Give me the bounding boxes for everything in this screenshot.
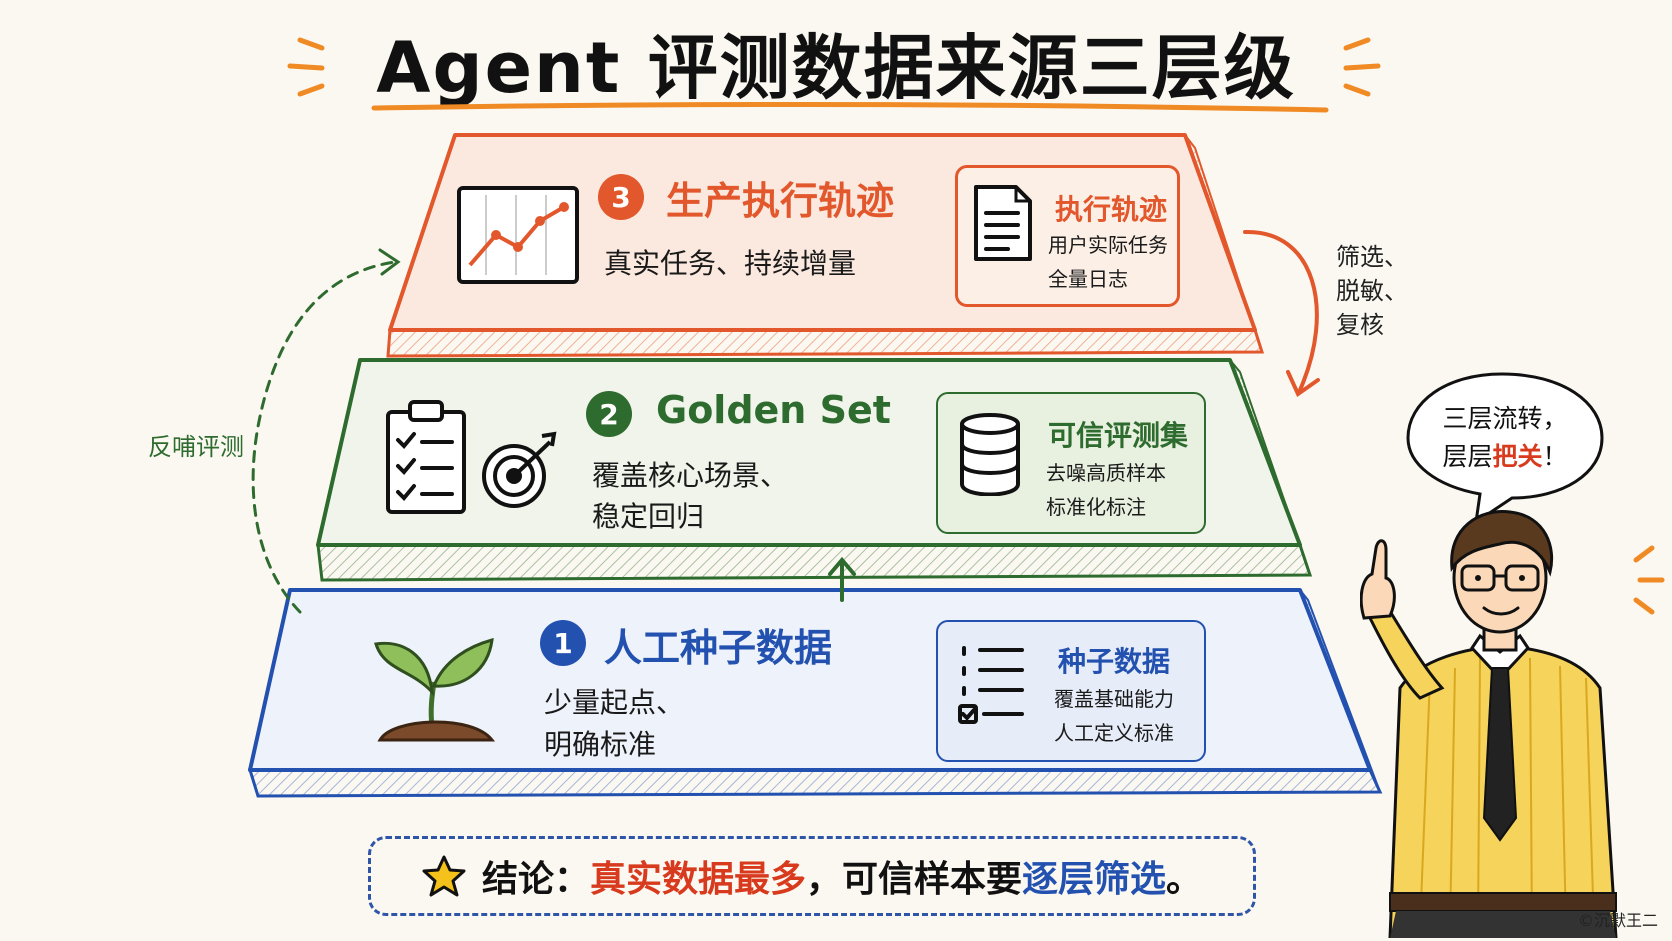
tier-2-badge: 2: [586, 391, 632, 437]
speech-line-1: 三层流转，: [1442, 404, 1568, 433]
document-icon: [974, 185, 1032, 261]
speech-line-2: 层层把关！: [1418, 438, 1592, 476]
filter-note: 筛选、 脱敏、 复核: [1336, 240, 1408, 342]
database-icon: [960, 413, 1020, 496]
speech-line-2-suffix: ！: [1542, 442, 1568, 471]
tier-1-card-line-2: 人工定义标准: [1054, 721, 1174, 745]
title-underline: [371, 101, 1329, 113]
tier-1-desc-line-2: 明确标准: [544, 728, 657, 761]
tier-2-desc-line-1: 覆盖核心场景、: [592, 459, 789, 492]
conclusion-highlight-blue: 逐层筛选: [1022, 859, 1167, 900]
conclusion-suffix: 。: [1166, 859, 1203, 900]
tier-2-desc-line-2: 稳定回归: [592, 500, 705, 533]
conclusion-prefix: 结论：: [481, 859, 590, 900]
target-icon: [482, 431, 557, 508]
tier-3-title: 生产执行轨迹: [666, 179, 895, 223]
clipboard-checklist-icon: [386, 400, 466, 514]
tier-2-title: Golden Set: [656, 388, 891, 432]
conclusion-highlight-red: 真实数据最多: [589, 859, 806, 900]
speech-bubble-text: 三层流转， 层层把关！: [1418, 400, 1592, 476]
speech-bubble: [1406, 372, 1604, 526]
copyright-text: ©沉默王二: [1577, 911, 1658, 930]
checklist-icon: [958, 646, 1024, 724]
speech-highlight: 把关: [1492, 442, 1543, 471]
tier-2-card-line-2: 标准化标注: [1046, 495, 1146, 519]
up-arrow: [828, 556, 856, 602]
tier-3-desc-line: 真实任务、持续增量: [604, 247, 857, 280]
tier-1-title: 人工种子数据: [604, 626, 833, 670]
tier-3-badge: 3: [598, 174, 644, 220]
tier-1-card-line-1: 覆盖基础能力: [1054, 687, 1174, 711]
filter-note-line-1: 筛选、: [1336, 243, 1408, 271]
tier-3-card-line-2: 全量日志: [1048, 267, 1128, 291]
tier-1-desc-line-1: 少量起点、: [544, 686, 685, 719]
conclusion-box: 结论： 真实数据最多 ，可信样本要 逐层筛选 。: [368, 836, 1256, 916]
filter-note-line-3: 复核: [1336, 311, 1384, 339]
speech-line-2-prefix: 层层: [1442, 442, 1493, 471]
tier-1-card-title: 种子数据: [1058, 645, 1171, 678]
conclusion-middle: ，可信样本要: [805, 859, 1022, 900]
sprout-icon: [374, 637, 496, 742]
filter-note-line-2: 脱敏、: [1336, 277, 1408, 305]
tier-1-badge: 1: [540, 620, 586, 666]
feedback-arrow: [251, 260, 397, 614]
feedback-note: 反哺评测: [148, 433, 244, 461]
page-title: Agent 评测数据来源三层级: [376, 27, 1296, 109]
presenter-character: [1360, 510, 1618, 938]
tier-3-card-line-1: 用户实际任务: [1048, 233, 1168, 257]
tier-2-card-title: 可信评测集: [1048, 419, 1189, 452]
filter-arrow: [1243, 229, 1320, 398]
tier-3-card-title: 执行轨迹: [1055, 193, 1168, 226]
star-icon: [422, 855, 466, 897]
line-chart-icon: [457, 186, 579, 284]
tier-2-card-line-1: 去噪高质样本: [1046, 461, 1166, 485]
